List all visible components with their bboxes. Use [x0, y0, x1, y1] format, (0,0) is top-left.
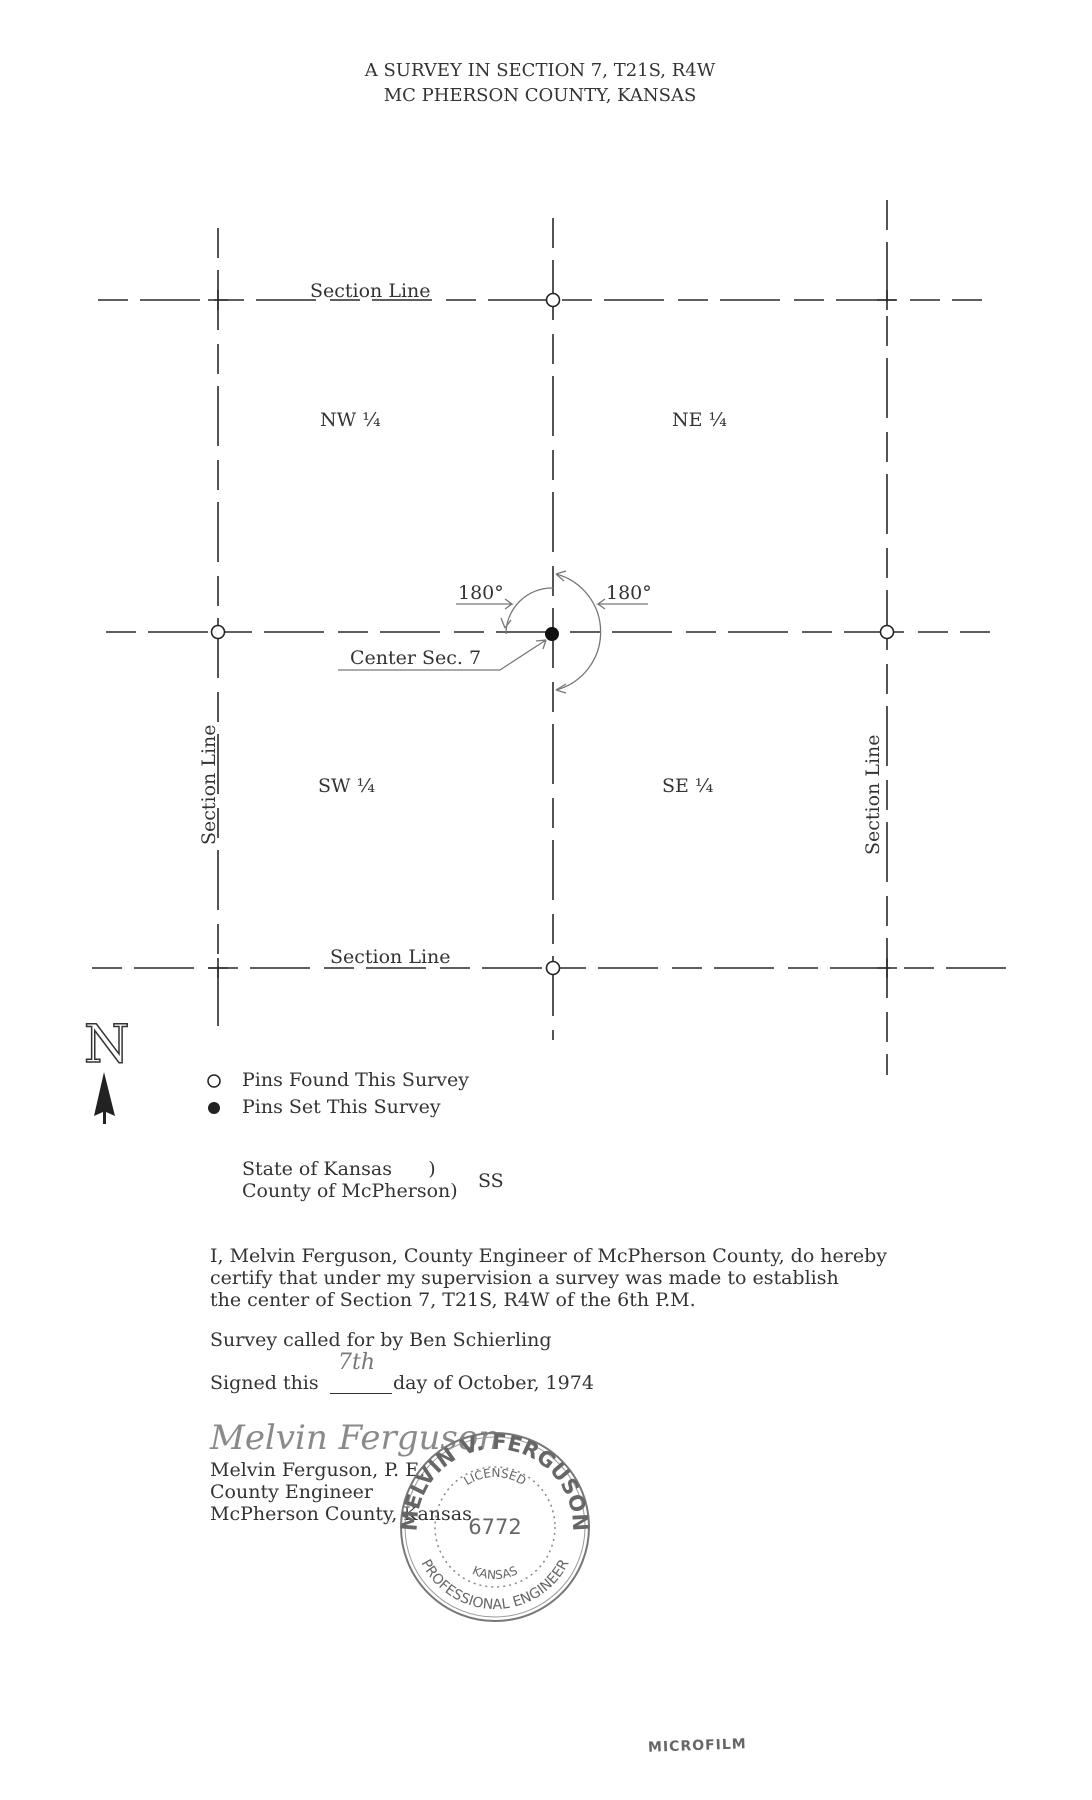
angle-left-label: 180° [458, 582, 504, 604]
seal-outer-ring [400, 1432, 590, 1622]
angle-right-leader [595, 598, 648, 610]
legend-set-icon [208, 1102, 220, 1114]
signed-prefix: Signed this [210, 1372, 319, 1394]
quarter-ne-label: NE ¼ [672, 409, 727, 431]
signer-county: McPherson County, Kansas [210, 1503, 472, 1525]
arc-arrowhead-bottom [555, 683, 567, 694]
seal-dotted-ring [434, 1466, 556, 1588]
seal-outer-ring-inner [404, 1436, 586, 1618]
section-line-label-right: Section Line [862, 734, 884, 855]
angle-right-label: 180° [606, 582, 652, 604]
certification-line-3: the center of Section 7, T21S, R4W of th… [210, 1289, 696, 1311]
angle-arc-right [555, 573, 602, 691]
signed-day-handwritten: 7th [338, 1350, 376, 1375]
pin-found-east [879, 624, 895, 640]
title-line-2: MC PHERSON COUNTY, KANSAS [383, 85, 697, 106]
legend-found-icon [207, 1074, 221, 1088]
pin-set-center [545, 627, 559, 641]
arc-arrowhead-top [555, 570, 567, 582]
title-line-1: A SURVEY IN SECTION 7, T21S, R4W [364, 60, 716, 81]
venue-state: State of Kansas ) [242, 1158, 436, 1180]
center-leader [338, 639, 547, 671]
legend-set-label: Pins Set This Survey [242, 1096, 441, 1118]
venue-ss: SS [478, 1170, 504, 1192]
corner-marks [208, 290, 897, 978]
section-line-label-bottom: Section Line [330, 946, 451, 968]
north-arrow-icon [94, 1072, 115, 1124]
survey-called-for: Survey called for by Ben Schierling [210, 1329, 552, 1351]
pin-found-west [210, 624, 226, 640]
north-letter: N [84, 1015, 130, 1075]
section-line-label-left: Section Line [198, 724, 220, 845]
signature: Melvin Ferguson [210, 1418, 501, 1458]
quarter-nw-label: NW ¼ [320, 409, 381, 431]
quarter-se-label: SE ¼ [662, 775, 713, 797]
legend-found-label: Pins Found This Survey [242, 1069, 469, 1091]
seal-state-text: KANSAS [470, 1563, 519, 1582]
angle-left-leader [456, 598, 515, 610]
certification-line-2: certify that under my supervision a surv… [210, 1267, 839, 1289]
venue-county: County of McPherson) [242, 1180, 458, 1202]
signer-title: County Engineer [210, 1481, 374, 1503]
signer-name: Melvin Ferguson, P. E. [210, 1459, 426, 1481]
signed-suffix: day of October, 1974 [393, 1372, 594, 1394]
certification-line-1: I, Melvin Ferguson, County Engineer of M… [210, 1245, 888, 1267]
quarter-sw-label: SW ¼ [318, 775, 375, 797]
pin-found-south [545, 960, 561, 976]
arc-arrowhead-left [500, 617, 512, 629]
north-arrow: N [83, 1014, 130, 1124]
angle-arc-left [505, 587, 554, 635]
section-line-label-top: Section Line [310, 280, 431, 302]
center-section-label: Center Sec. 7 [350, 647, 481, 669]
engineer-seal: MELVIN V. FERGUSON PROFESSIONAL ENGINEER… [397, 1430, 592, 1622]
seal-licensed-text: LICENSED [461, 1466, 528, 1488]
pin-found-north [545, 292, 561, 308]
seal-number: 6772 [468, 1515, 521, 1539]
signed-day-blank [330, 1393, 392, 1394]
